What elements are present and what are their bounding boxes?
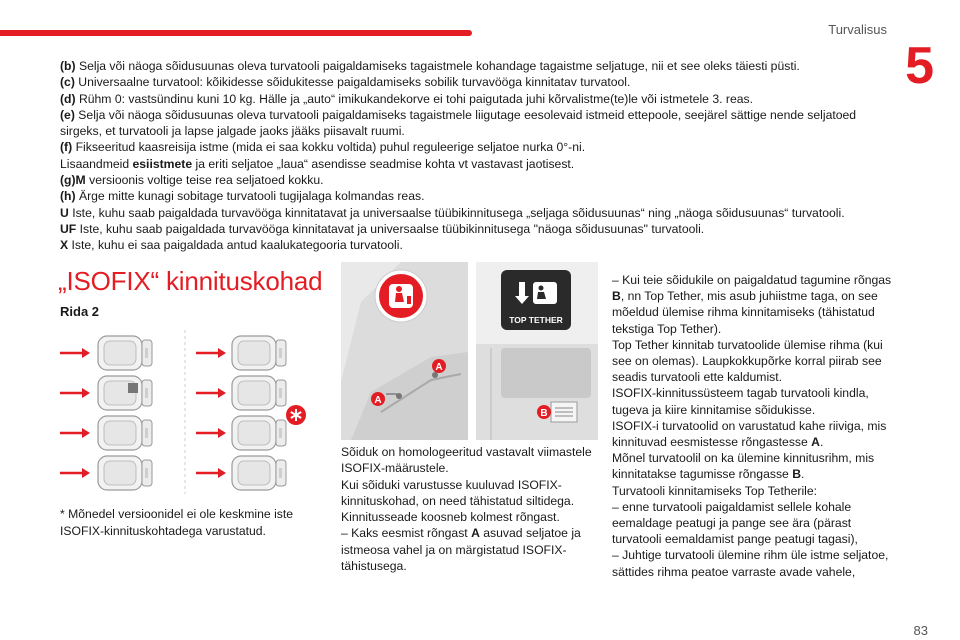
paragraph: Sõiduk on homologeeritud vastavalt viima… <box>341 445 592 476</box>
paragraph: ISOFIX-kinnitussüsteem tagab turvatooli … <box>612 386 869 417</box>
note-u: U Iste, kuhu saab paigaldada turvavööga … <box>60 205 845 220</box>
seat-layout-right <box>194 335 306 491</box>
paragraph: Kui sõiduki varustusse kuuluvad ISOFIX-k… <box>341 477 575 508</box>
note-front-seats: Lisaandmeid esiistmete ja eriti seljatoe… <box>60 156 575 171</box>
note-x: X Iste, kuhu ei saa paigaldada antud kaa… <box>60 238 403 253</box>
anchor-marker-a <box>432 359 446 373</box>
arrow-icon <box>194 386 228 400</box>
note-b: (b) Selja või näoga sõidusuunas oleva tu… <box>60 59 800 73</box>
note-h: (h) Ärge mitte kunagi sobitage turvatool… <box>60 189 425 204</box>
arrow-icon <box>58 466 92 480</box>
arrow-icon <box>58 346 92 360</box>
paragraph: Mõnel turvatoolil on ka ülemine kinnitus… <box>612 451 875 482</box>
svg-text:A: A <box>374 395 381 406</box>
svg-text:TOP TETHER: TOP TETHER <box>509 315 563 325</box>
isofix-photo-illustration: A A TOP TETHER B <box>341 262 598 440</box>
svg-text:B: B <box>540 408 547 419</box>
anchor-marker-a <box>371 392 385 406</box>
anchor-marker-b <box>537 405 551 419</box>
arrow-icon <box>194 346 228 360</box>
arrow-icon <box>58 426 92 440</box>
seat-layout-left <box>58 335 153 491</box>
isofix-heading: „ISOFIX“ kinnituskohad <box>58 266 323 296</box>
paragraph: Kinnitusseade koosneb kolmest rõngast. <box>341 510 560 525</box>
isofix-description: Sõiduk on homologeeritud vastavalt viima… <box>341 444 601 574</box>
seat-layout-diagram <box>58 330 306 494</box>
paragraph: Top Tether kinnitab turvatoolide ülemise… <box>612 337 883 385</box>
note-c: (c) Universaalne turvatool: kõikidesse s… <box>60 75 631 90</box>
arrow-icon <box>194 466 228 480</box>
paragraph: ISOFIX-i turvatoolid on varustatud kahe … <box>612 418 887 450</box>
row-label: Rida 2 <box>60 304 100 319</box>
note-e: (e) Selja või näoga sõidusuunas oleva tu… <box>60 107 857 139</box>
intro-notes: (b) Selja või näoga sõidusuunas oleva tu… <box>60 58 880 254</box>
note-f: (f) Fikseeritud kaasreisija istme (mida … <box>60 140 586 155</box>
paragraph: – Kaks eesmist rõngast A asuvad seljatoe… <box>341 526 581 574</box>
isofix-photo: A A TOP TETHER B <box>341 262 598 440</box>
paragraph: Turvatooli kinnitamiseks Top Tetherile: <box>612 483 818 498</box>
arrow-icon <box>194 426 228 440</box>
arrow-icon <box>58 386 92 400</box>
note-g: (g)M versioonis voltige teise rea seljat… <box>60 173 324 188</box>
header-accent-bar <box>0 30 472 36</box>
svg-text:A: A <box>435 362 442 373</box>
paragraph: – Juhtige turvatooli ülemine rihm üle is… <box>612 548 889 579</box>
paragraph: – Kui teie sõidukile on paigaldatud tagu… <box>612 273 892 336</box>
note-d: (d) Rühm 0: vastsündinu kuni 10 kg. Häll… <box>60 91 753 106</box>
seat-footnote: * Mõnedel versioonidel ei ole keskmine i… <box>60 507 294 538</box>
paragraph: – enne turvatooli paigaldamist sellele k… <box>612 499 858 547</box>
chapter-number: 5 <box>905 37 934 95</box>
top-tether-description: – Kui teie sõidukile on paigaldatud tagu… <box>612 272 902 580</box>
note-uf: UF Iste, kuhu saab paigaldada turvavööga… <box>60 221 705 236</box>
page-number: 83 <box>913 623 928 638</box>
section-title: Turvalisus <box>828 22 887 37</box>
